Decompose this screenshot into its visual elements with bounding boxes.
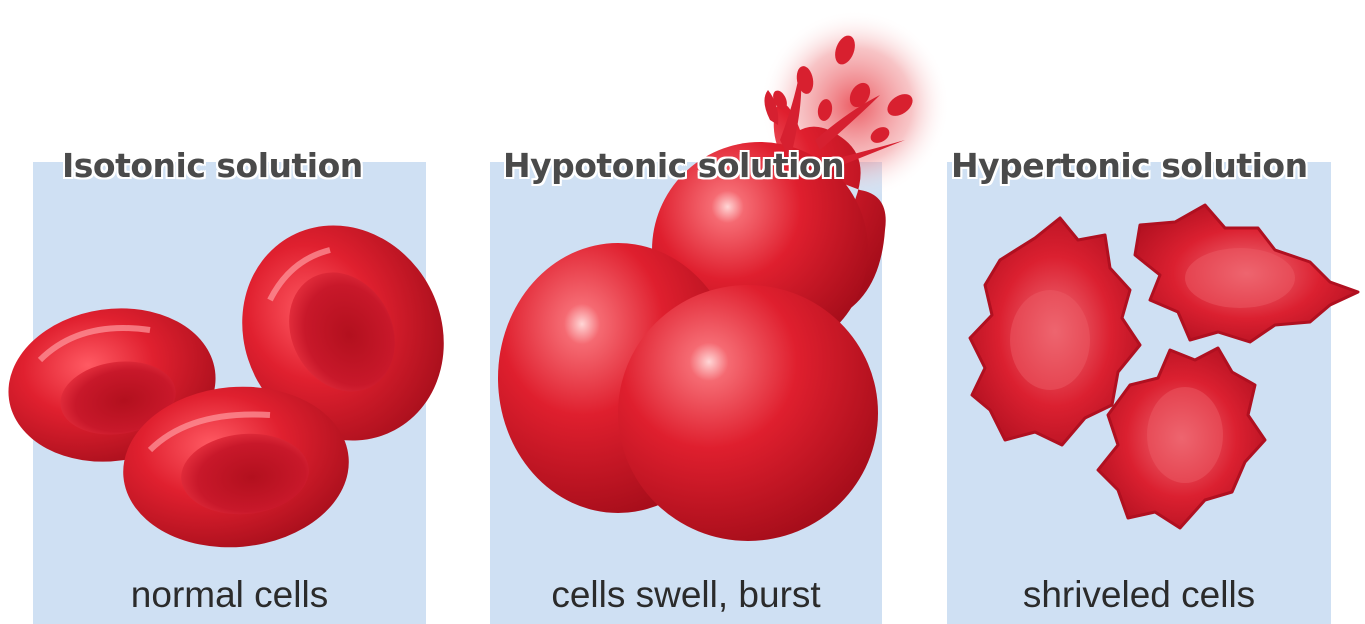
isotonic-solution-title: Isotonic solution bbox=[62, 143, 363, 189]
shriveled-cells-caption: shriveled cells bbox=[947, 572, 1331, 618]
hypotonic-solution-title: Hypotonic solution bbox=[503, 143, 844, 189]
swollen-cell bbox=[618, 285, 878, 541]
shriveled-cell bbox=[1098, 348, 1265, 528]
hypertonic-solution-title: Hypertonic solution bbox=[951, 143, 1308, 189]
shriveled-cell bbox=[1135, 205, 1358, 342]
normal-cells-caption: normal cells bbox=[33, 572, 426, 618]
cells-swell-burst-caption: cells swell, burst bbox=[490, 572, 882, 618]
